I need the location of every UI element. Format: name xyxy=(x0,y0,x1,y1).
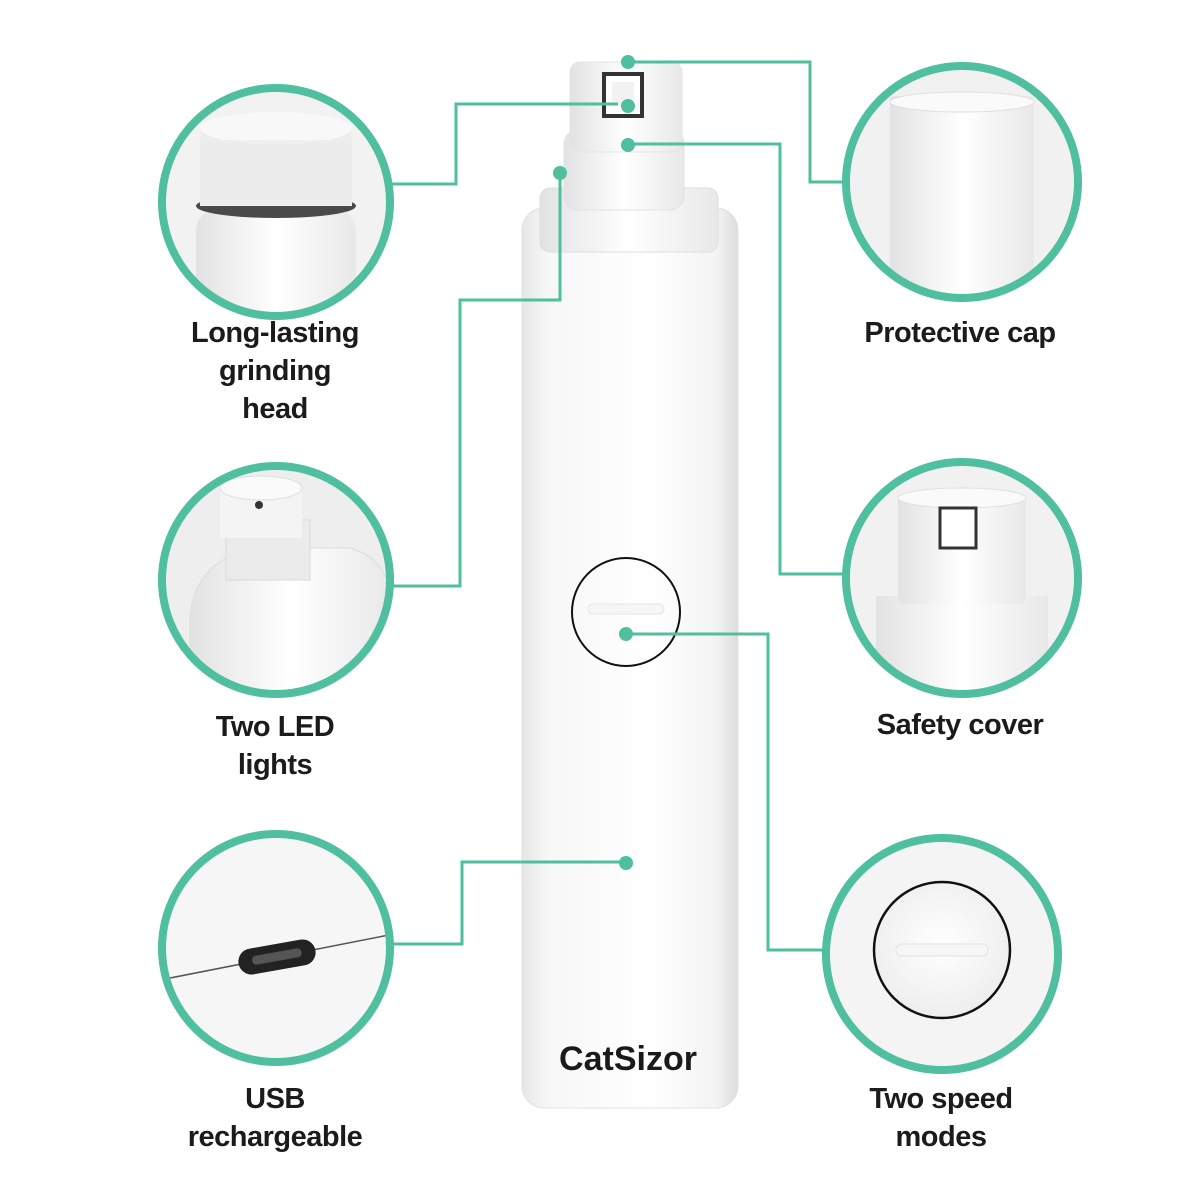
connector-led-lights xyxy=(384,172,562,588)
label-grinding-head: Long-lasting grinding head xyxy=(191,317,359,425)
connector-lines xyxy=(384,60,850,952)
protective-cap-callout xyxy=(842,62,1082,302)
dot-protective-cap xyxy=(621,55,635,69)
connector-protective-cap xyxy=(630,60,848,184)
dot-grinding-head xyxy=(621,99,635,113)
speed-button xyxy=(571,557,681,667)
speed-button-slot xyxy=(587,603,665,615)
connector-speed-modes xyxy=(626,632,830,952)
label-protective-cap: Protective cap xyxy=(864,317,1056,349)
label-led-lights: Two LED lights xyxy=(215,711,335,781)
label-speed-modes: Two speed modes xyxy=(869,1083,1013,1153)
speed-modes-callout xyxy=(822,834,1062,1074)
safety-cover-callout xyxy=(842,458,1082,698)
grinding-head-callout xyxy=(158,84,394,320)
led-lights-callout xyxy=(158,462,394,698)
connector-usb xyxy=(384,860,626,946)
device-body xyxy=(521,207,739,1109)
label-usb-rechargeable: USB rechargeable xyxy=(187,1083,363,1153)
dot-speed-modes xyxy=(619,627,633,641)
label-safety-cover: Safety cover xyxy=(876,709,1044,741)
grinder-window xyxy=(602,72,644,118)
brand-text: CatSizor xyxy=(559,1040,697,1078)
dot-usb xyxy=(619,856,633,870)
nail-grinder-device xyxy=(521,61,739,1109)
dot-led-lights xyxy=(553,166,567,180)
connector-safety-cover xyxy=(630,142,850,576)
connector-grinding-head xyxy=(384,102,618,186)
dot-safety-cover xyxy=(621,138,635,152)
usb-callout xyxy=(158,830,394,1066)
connector-dots xyxy=(553,55,635,870)
